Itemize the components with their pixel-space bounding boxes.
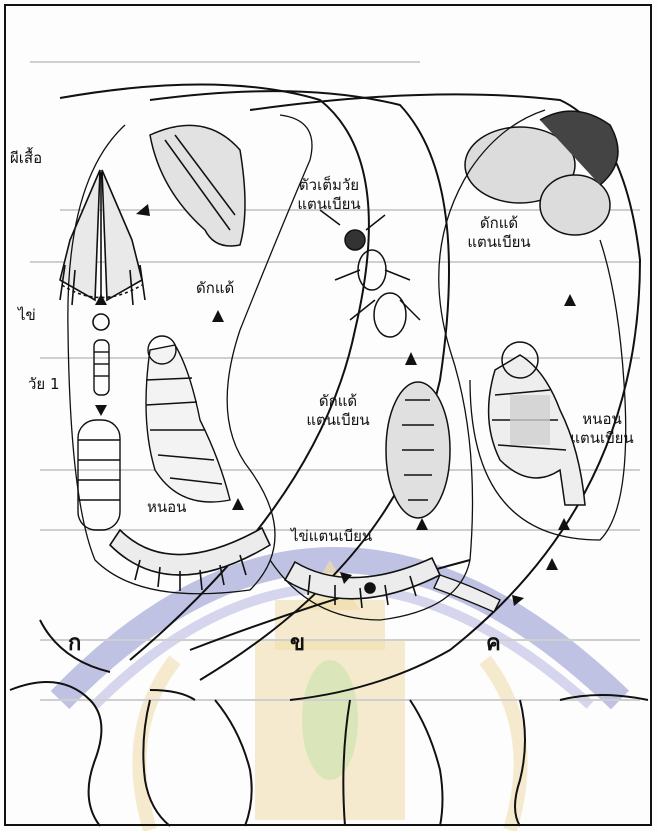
label-wasp-larva: หนอน แตนเบียน — [560, 410, 644, 448]
label-adult-wasp: ตัวเต็มวัย แตนเบียน — [288, 176, 370, 214]
label-wasp-pupa-b-line1: ดักแด้ — [298, 392, 378, 411]
label-wasp-pupa-c: ดักแด้ แตนเบียน — [458, 214, 540, 252]
label-egg: ไข่ — [18, 306, 36, 325]
panel-label-c: ค — [486, 634, 501, 653]
label-pupa: ดักแด้ — [196, 279, 234, 298]
label-larva: หนอน — [147, 498, 186, 517]
label-wasp-pupa-c-line1: ดักแด้ — [458, 214, 540, 233]
label-wasp-pupa-c-line2: แตนเบียน — [458, 233, 540, 252]
label-wasp-egg: ไข่แตนเบียน — [291, 527, 372, 546]
label-wasp-larva-line2: แตนเบียน — [560, 429, 644, 448]
label-moth: ผีเสื้อ — [10, 149, 42, 168]
panel-label-a: ก — [68, 634, 81, 653]
label-wasp-pupa-b: ดักแด้ แตนเบียน — [298, 392, 378, 430]
panel-label-b: ข — [290, 634, 305, 653]
label-adult-wasp-line2: แตนเบียน — [288, 195, 370, 214]
label-wasp-larva-line1: หนอน — [560, 410, 644, 429]
label-adult-wasp-line1: ตัวเต็มวัย — [288, 176, 370, 195]
label-first-instar: วัย 1 — [28, 375, 60, 394]
label-wasp-pupa-b-line2: แตนเบียน — [298, 411, 378, 430]
